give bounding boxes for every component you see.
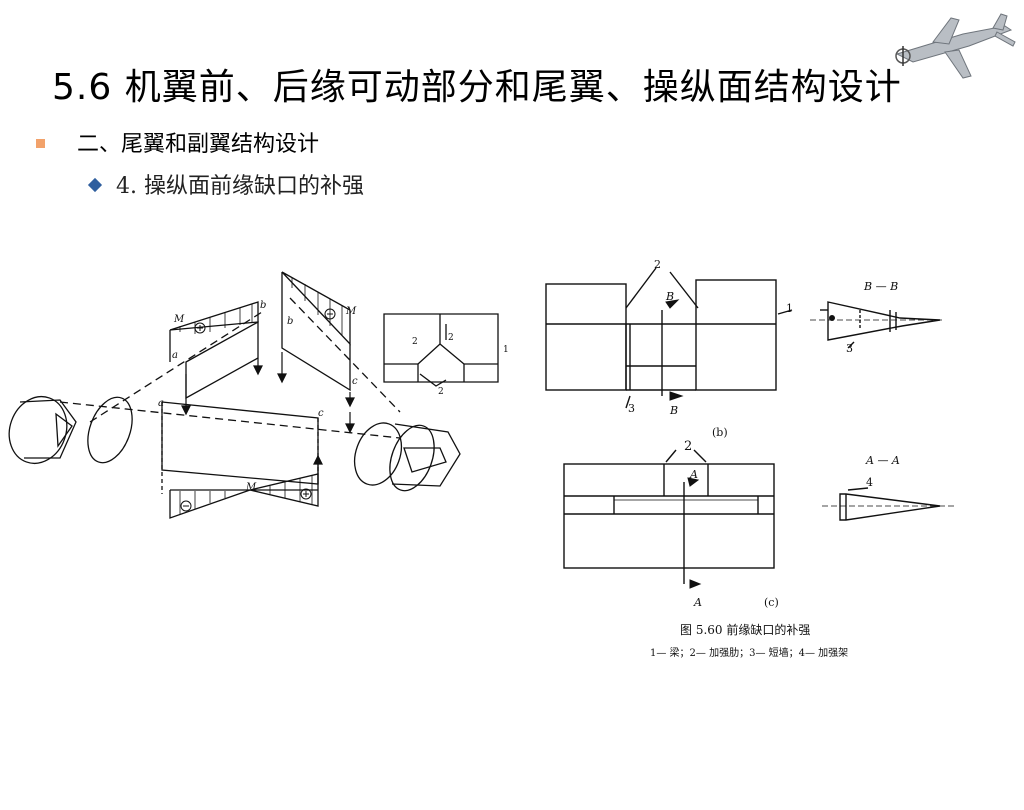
label-M-upper-left: M <box>173 314 185 325</box>
level2-text: 4. 操纵面前缘缺口的补强 <box>116 174 364 199</box>
figure-caption: 图 5.60 前缘缺口的补强 <box>680 622 810 637</box>
airplane-logo-icon <box>895 13 1016 79</box>
c-label-2: 2 <box>684 439 692 454</box>
bullet-level2: 4. 操纵面前缘缺口的补强 <box>87 168 364 200</box>
control-surface-moment-diagram: M M M a a b b c c 2 2 2 1 <box>8 271 509 519</box>
label-b-right: b <box>287 316 293 327</box>
inset-label-2b: 2 <box>448 333 454 343</box>
b-view-caption: (b) <box>712 426 728 439</box>
inset-label-2c: 2 <box>438 387 444 397</box>
leading-edge-cutout-reinforcement-figure: 2 1 3 B B B — B 3 (b) 2 A A A — A 4 (c) … <box>545 258 954 659</box>
b-label-3: 3 <box>628 402 635 415</box>
figure-legend: 1— 梁；2— 加强肋；3— 短墙；4— 加强架 <box>650 646 848 659</box>
label-a-lower: a <box>158 398 164 409</box>
section-b-label-3: 3 <box>846 342 853 355</box>
label-c-lower: c <box>318 408 324 419</box>
b-section-mark-lower: B <box>669 404 678 417</box>
label-M-upper-right: M <box>345 306 357 317</box>
square-bullet-icon <box>36 138 45 148</box>
bullet-level1: 二、尾翼和副翼结构设计 <box>36 126 319 158</box>
label-b-left: b <box>260 300 266 311</box>
b-section-mark-upper: B <box>665 290 674 303</box>
level1-text: 二、尾翼和副翼结构设计 <box>77 132 320 157</box>
label-a-upper: a <box>172 350 178 361</box>
b-label-2: 2 <box>654 258 661 271</box>
b-label-1: 1 <box>786 302 793 315</box>
inset-label-1: 1 <box>503 345 509 355</box>
section-b-b-title: B — B <box>863 280 898 293</box>
label-M-bottom: M <box>245 482 257 493</box>
slide-title: 5.6 机翼前、后缘可动部分和尾翼、操纵面结构设计 <box>52 67 902 108</box>
c-section-mark-lower: A <box>693 596 702 609</box>
inset-label-2a: 2 <box>412 337 418 347</box>
label-c-upper: c <box>352 376 358 387</box>
section-a-label-4: 4 <box>866 476 873 489</box>
c-section-mark-upper: A <box>689 468 698 481</box>
c-view-caption: (c) <box>764 596 779 609</box>
section-a-a-title: A — A <box>865 454 900 467</box>
diamond-bullet-icon <box>87 177 103 193</box>
